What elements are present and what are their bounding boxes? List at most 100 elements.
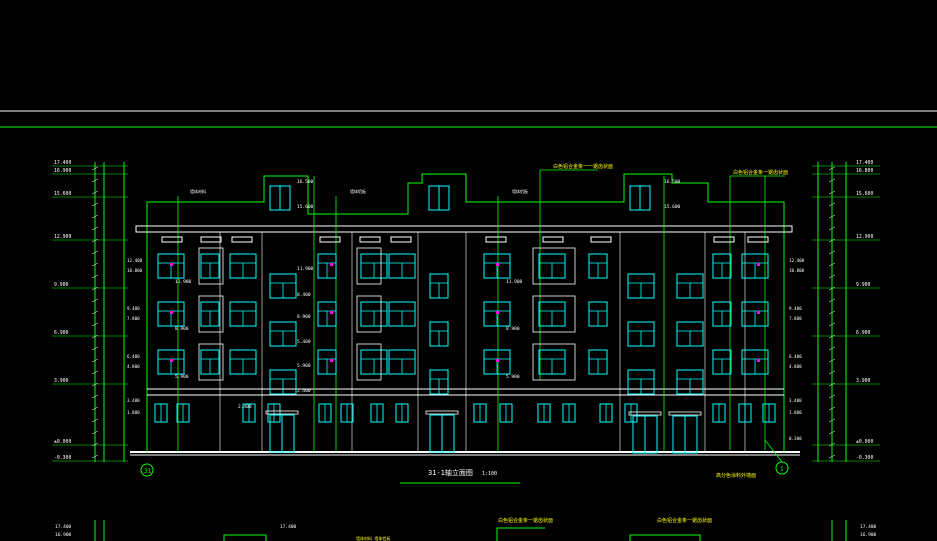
vent-5 [390, 236, 412, 243]
marker-6 [496, 263, 499, 266]
elevation-left-6: 3.900 [54, 378, 69, 384]
elevation-left-5: 6.900 [54, 330, 69, 336]
strip-elev-right-a: 17.400 [860, 524, 877, 530]
note-roof-right: 白色铝合金条一锯齿状面 [733, 169, 788, 176]
dim-slash-l [91, 214, 99, 219]
marker-8 [496, 359, 499, 362]
dim-slash-l [91, 406, 99, 411]
dim-slash-l [91, 238, 99, 243]
strip-label-c: 墙体材料 墙体铝板 [356, 535, 390, 541]
level-c-1: 5.400 [297, 339, 311, 345]
dim-slash-l [91, 190, 99, 195]
dim-slash-r [828, 250, 836, 255]
door-canopy-1 [425, 410, 459, 415]
level-roof-left-b: 15.600 [297, 204, 314, 210]
elevation-right-inner-6: 3.400 [789, 398, 802, 403]
level-win-a-2: 8.900 [175, 326, 189, 332]
elevation-right-7: ±0.000 [856, 439, 873, 445]
door-canopy-0 [265, 410, 299, 415]
axis-bubble-left [140, 463, 154, 477]
dim-slash-l [91, 202, 99, 207]
strip-roof-right [629, 534, 701, 541]
dim-slash-l [91, 178, 99, 183]
elevation-left-inner-0: 12.400 [127, 258, 143, 263]
bottom-strip-geometry [94, 520, 847, 541]
elevation-left-inner-7: 1.800 [127, 410, 140, 415]
dim-slash-r [828, 358, 836, 363]
label-left-b: 墙体铝板 [350, 188, 366, 194]
level-b-1: 8.400 [297, 292, 311, 298]
balcony-left-0 [198, 247, 224, 285]
elevation-right-6: 3.900 [856, 378, 871, 384]
elevation-right-inner-8: 0.300 [789, 436, 802, 441]
level-roof-left: 16.500 [297, 179, 314, 185]
marker-7 [496, 311, 499, 314]
elevation-right-inner-0: 12.400 [789, 258, 805, 263]
elevation-left-inner-3: 7.800 [127, 316, 140, 321]
vent-8 [590, 236, 612, 243]
dim-slash-l [91, 322, 99, 327]
vent-4 [359, 236, 381, 243]
axis-bubble-right [775, 461, 789, 475]
dim-slash-r [828, 298, 836, 303]
vent-1 [200, 236, 222, 243]
strip-mid-level: 17.400 [280, 524, 297, 530]
strip-roof-left [223, 534, 267, 541]
dim-slash-r [828, 166, 836, 171]
marker-11 [757, 359, 760, 362]
elevation-left-8: -0.300 [54, 455, 71, 461]
marker-1 [170, 311, 173, 314]
leader-axis [764, 439, 783, 463]
dimension-layer: 17.40016.90015.60012.9009.9006.9003.900±… [52, 160, 880, 462]
dim-slash-r [828, 346, 836, 351]
door-canopy-3 [668, 411, 702, 416]
strip-elev-right-b: 16.900 [860, 532, 877, 538]
dim-slash-r [828, 190, 836, 195]
level-win-a-1: 8.900 [297, 314, 311, 320]
dim-slash-l [91, 358, 99, 363]
vent-0 [161, 236, 183, 243]
dim-slash-r [828, 274, 836, 279]
dim-slash-r [828, 394, 836, 399]
elevation-left-2: 15.600 [54, 191, 71, 197]
balcony-mid-0 [356, 247, 382, 285]
elevation-right-inner-1: 10.800 [789, 268, 805, 273]
marker-5 [330, 359, 333, 362]
level-win-b-2: 5.900 [175, 374, 189, 380]
level-win-a-3: 8.900 [506, 326, 520, 332]
dim-slash-l [91, 442, 99, 447]
dim-slash-l [91, 298, 99, 303]
building-outline [146, 173, 785, 452]
dim-slash-l [91, 226, 99, 231]
dim-slash-r [828, 310, 836, 315]
level-a-1: 11.900 [297, 266, 314, 272]
elevation-left-1: 16.900 [54, 168, 71, 174]
balcony-mid-1 [356, 295, 382, 333]
dim-slash-l [91, 346, 99, 351]
marker-4 [330, 311, 333, 314]
level-win-b-3: 5.900 [506, 374, 520, 380]
elevation-right-1: 16.800 [856, 168, 873, 174]
elevation-right-4: 9.900 [856, 282, 871, 288]
door-canopy-2 [628, 411, 662, 416]
dim-slash-r [828, 382, 836, 387]
dim-slash-r [828, 406, 836, 411]
vent-7 [542, 236, 564, 243]
strip-elev-left-a: 17.400 [55, 524, 72, 530]
strip-note-a: 白色铝合金条一锯齿状面 [498, 517, 553, 524]
strip-leader-a [496, 527, 545, 541]
dim-slash-l [91, 286, 99, 291]
dim-slash-r [828, 214, 836, 219]
dim-slash-l [91, 274, 99, 279]
marker-10 [757, 311, 760, 314]
building-elevation [130, 169, 800, 463]
elevation-left-inner-2: 9.400 [127, 306, 140, 311]
elevation-left-0: 17.400 [54, 160, 71, 166]
vent-2 [231, 236, 253, 243]
dim-slash-l [91, 166, 99, 171]
label-left-a: 墙体材料 [190, 188, 206, 194]
axis-label-left: 31 [144, 468, 152, 475]
elevation-right-inner-5: 4.800 [789, 364, 802, 369]
marker-2 [170, 359, 173, 362]
